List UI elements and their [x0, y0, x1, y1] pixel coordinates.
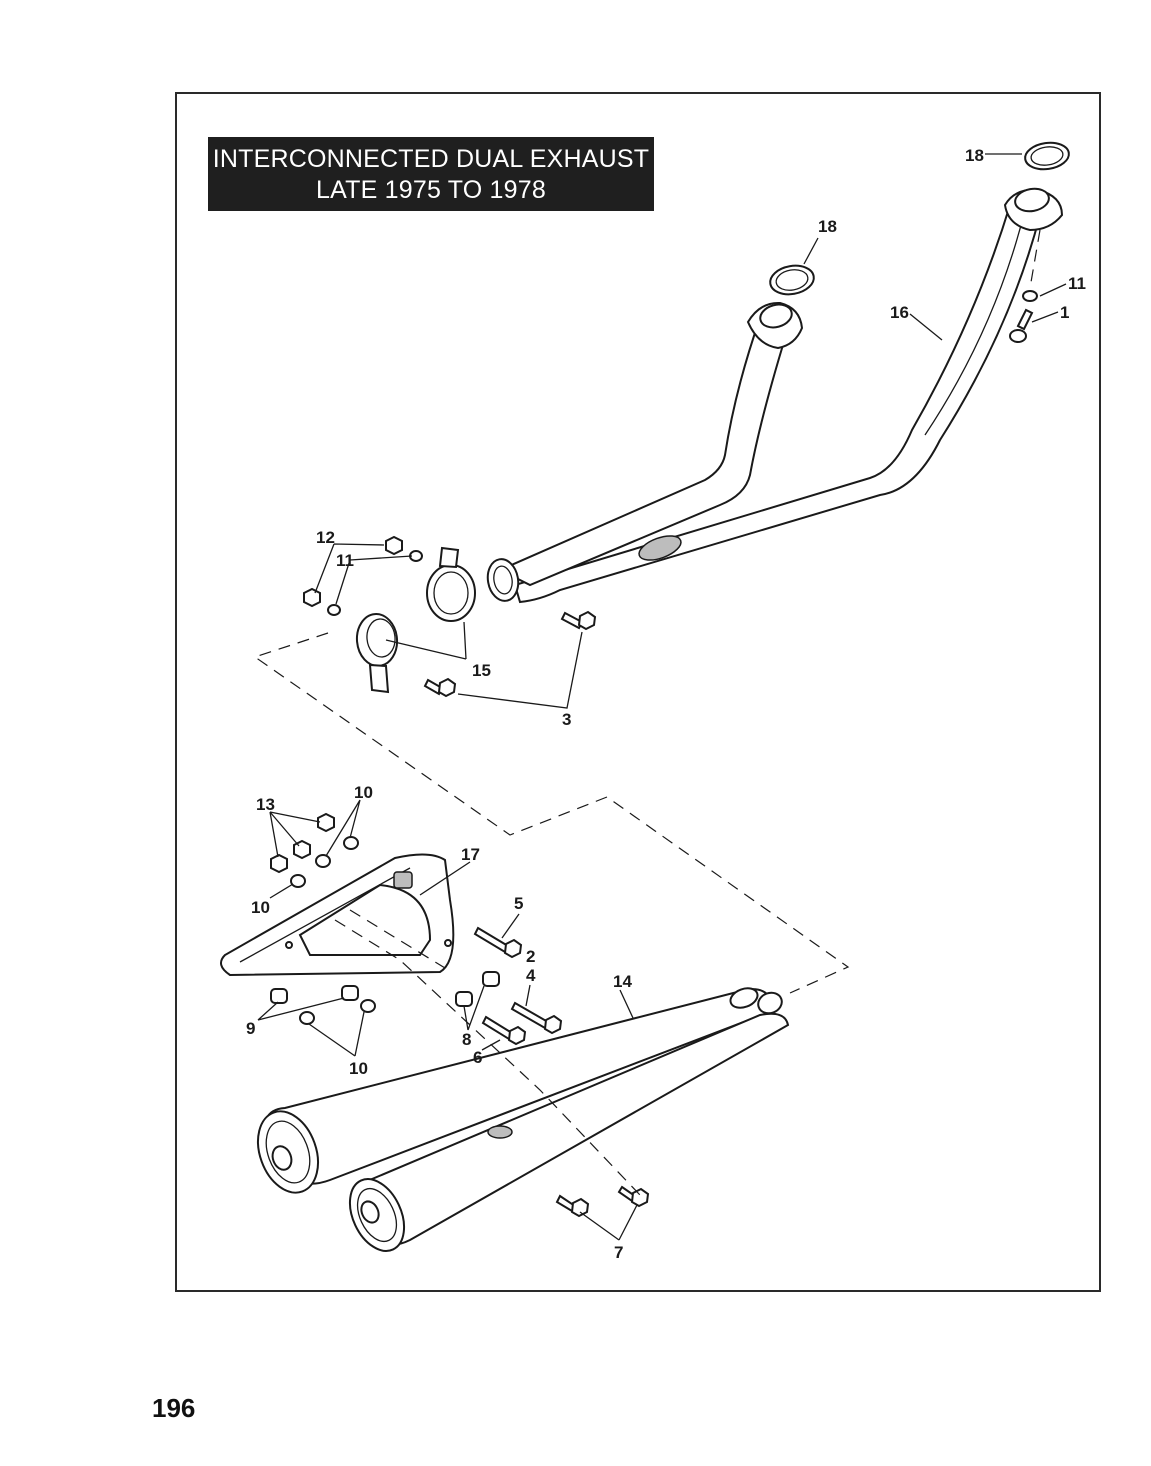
gasket-18-front — [769, 264, 815, 296]
callout-11-right: 11 — [1068, 274, 1086, 293]
callout-17: 17 — [461, 845, 480, 864]
callout-6: 6 — [473, 1048, 482, 1067]
callout-labels: 18 18 11 1 16 12 11 15 3 13 10 17 10 5 2… — [246, 146, 1086, 1262]
callout-11-left: 11 — [336, 551, 354, 570]
diagram-title-box: INTERCONNECTED DUAL EXHAUST LATE 1975 TO… — [208, 137, 654, 211]
lockwasher-10-c — [290, 874, 306, 888]
bolt-5 — [473, 926, 523, 959]
bolt-7-b — [617, 1185, 650, 1208]
exhaust-pipe-assembly — [486, 187, 1064, 604]
callout-10-bottom: 10 — [349, 1059, 368, 1078]
callout-5: 5 — [514, 894, 523, 913]
callout-8: 8 — [462, 1030, 471, 1049]
lockwasher-10-b — [315, 854, 331, 868]
bolt-4 — [510, 1001, 563, 1035]
lockwasher-10-d — [299, 1011, 315, 1025]
nut-13-c — [270, 853, 288, 874]
callout-1: 1 — [1060, 303, 1069, 322]
callout-12: 12 — [316, 528, 335, 547]
muffler-bracket-17 — [220, 853, 455, 977]
callout-18-rear: 18 — [965, 146, 984, 165]
spacer-9-a — [270, 988, 288, 1004]
callout-13: 13 — [256, 795, 275, 814]
page-number: 196 — [152, 1393, 196, 1423]
spacer-9-b — [341, 985, 359, 1001]
callout-10-top: 10 — [354, 783, 373, 802]
clamp-15-b — [426, 546, 476, 622]
callout-2: 2 — [526, 947, 535, 966]
nut-12-a — [385, 535, 403, 556]
callout-4: 4 — [526, 966, 536, 985]
bolt-6 — [481, 1015, 527, 1046]
callout-3: 3 — [562, 710, 571, 729]
lockwasher-11-b — [327, 604, 341, 616]
callout-10-left: 10 — [251, 898, 270, 917]
muffler-14-lower — [348, 1012, 790, 1252]
clamp-15-a — [355, 613, 399, 694]
callout-7: 7 — [614, 1243, 623, 1262]
lockwasher-10-e — [360, 999, 376, 1013]
callout-18-front: 18 — [818, 217, 837, 236]
bolt-3-a — [560, 610, 597, 631]
leader-lines — [257, 153, 1067, 1241]
bolt-3-b — [423, 677, 457, 698]
spacer-8-b — [482, 971, 500, 987]
callout-16: 16 — [890, 303, 909, 322]
gasket-18-rear — [1024, 141, 1070, 171]
title-line-1: INTERCONNECTED DUAL EXHAUST — [212, 145, 650, 173]
spacer-8-a — [455, 991, 473, 1007]
muffler-inlet-ends — [729, 987, 783, 1015]
lockwasher-10-a — [343, 836, 359, 850]
title-line-2: LATE 1975 TO 1978 — [316, 176, 546, 204]
lockwasher-11-right — [1022, 290, 1038, 302]
diagram-frame — [175, 92, 1101, 1292]
muffler-14-upper — [257, 988, 777, 1194]
callout-14: 14 — [613, 972, 632, 991]
callout-9: 9 — [246, 1019, 255, 1038]
callout-15: 15 — [472, 661, 491, 680]
nut-12-b — [303, 587, 321, 608]
bolt-1 — [1009, 308, 1034, 343]
bolt-7-a — [555, 1194, 590, 1218]
nut-13-a — [317, 812, 335, 833]
